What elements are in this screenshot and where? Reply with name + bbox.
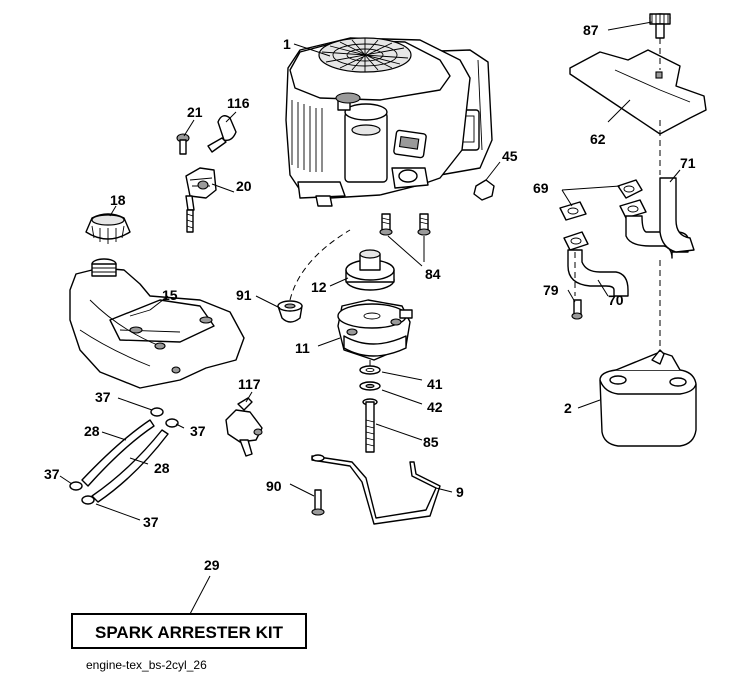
pulley xyxy=(345,249,395,291)
callouts: 1 87 21 116 62 20 45 69 71 18 84 12 91 1… xyxy=(44,22,696,573)
fuel-valve xyxy=(225,397,263,457)
callout-85: 85 xyxy=(423,434,439,450)
gaskets xyxy=(559,179,647,251)
callout-90: 90 xyxy=(266,478,282,494)
fuel-cap xyxy=(85,213,131,244)
callout-117: 117 xyxy=(238,376,261,392)
callout-18: 18 xyxy=(110,192,126,208)
kit-box xyxy=(71,613,307,649)
callout-42: 42 xyxy=(427,399,443,415)
callout-84: 84 xyxy=(425,266,441,282)
screw xyxy=(649,13,671,39)
callout-12: 12 xyxy=(311,279,327,295)
callout-37-top: 37 xyxy=(95,389,111,405)
callout-11: 11 xyxy=(295,340,310,356)
callout-69: 69 xyxy=(533,180,549,196)
callout-41: 41 xyxy=(427,376,443,392)
nut xyxy=(473,179,495,201)
callout-37-bottom: 37 xyxy=(143,514,159,530)
callout-45: 45 xyxy=(502,148,518,164)
callout-70: 70 xyxy=(608,292,624,308)
callout-28-left: 28 xyxy=(84,423,100,439)
callout-87: 87 xyxy=(583,22,599,38)
diagram-caption: engine-tex_bs-2cyl_26 xyxy=(86,658,207,672)
callout-28-right: 28 xyxy=(154,460,170,476)
bushing xyxy=(277,300,303,323)
callout-2: 2 xyxy=(564,400,572,416)
kit-label: SPARK ARRESTER KIT xyxy=(95,623,284,642)
callout-116: 116 xyxy=(227,95,250,111)
callout-79: 79 xyxy=(543,282,559,298)
throttle-control xyxy=(176,115,237,233)
alignment-lines xyxy=(289,38,661,366)
spark-arrester-kit: SPARK ARRESTER KIT xyxy=(71,613,307,649)
fuel-tank xyxy=(69,258,245,389)
callout-21: 21 xyxy=(187,104,203,120)
exhaust-pipes xyxy=(567,177,695,297)
callout-91: 91 xyxy=(236,287,252,303)
heat-shield xyxy=(569,49,707,135)
bolt xyxy=(571,299,583,320)
callout-62: 62 xyxy=(590,131,606,147)
callout-37-left: 37 xyxy=(44,466,60,482)
callout-15: 15 xyxy=(162,287,178,303)
callout-9: 9 xyxy=(456,484,464,500)
bracket-rod xyxy=(311,454,441,525)
muffler xyxy=(599,349,697,447)
bolts xyxy=(379,213,431,236)
callout-37-right: 37 xyxy=(190,423,206,439)
rod-bolt xyxy=(311,489,325,516)
fuel-hoses xyxy=(81,419,169,503)
pto-clutch xyxy=(337,299,413,361)
washers xyxy=(359,365,381,391)
callout-20: 20 xyxy=(236,178,252,194)
hose-clamps xyxy=(69,407,179,505)
callout-71: 71 xyxy=(680,155,696,171)
engine xyxy=(285,37,493,207)
callout-1: 1 xyxy=(283,36,291,52)
callout-29: 29 xyxy=(204,557,220,573)
pto-bolt xyxy=(362,398,378,453)
leader-lines xyxy=(59,21,681,615)
